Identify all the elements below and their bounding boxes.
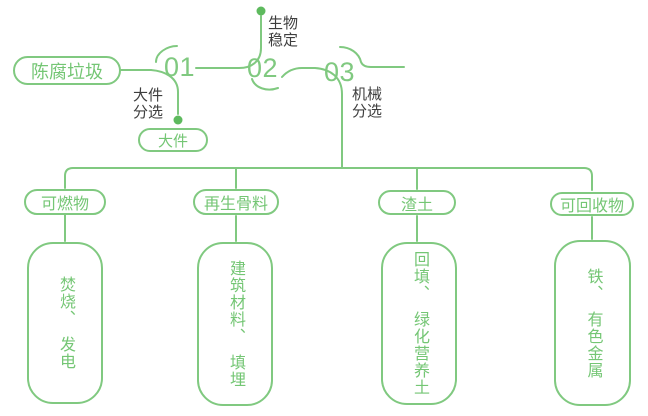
branch-detail-text: 铁、 有色金属 — [584, 267, 602, 379]
arc-over-01 — [155, 45, 178, 63]
step-number-03: 03 — [324, 57, 356, 87]
branch-detail-text: 建筑材料、 填埋 — [227, 260, 244, 388]
arc-under-02 — [251, 78, 279, 91]
step-number-01: 01 — [164, 52, 196, 82]
branch-detail-box-combustibles: 焚烧、 发电 — [27, 242, 103, 404]
branch-detail-text: 焚烧、 发电 — [57, 276, 74, 370]
branch-detail-box-recyclables: 铁、 有色金属 — [554, 240, 631, 406]
connector-01-to-bulky — [150, 69, 179, 115]
step-number-02: 02 — [247, 53, 279, 83]
source-pill: 陈腐垃圾 — [13, 56, 121, 85]
bulky-endpoint-dot — [173, 115, 183, 125]
bio-endpoint-dot — [256, 6, 266, 16]
branch-pill-combustibles: 可燃物 — [24, 189, 106, 215]
branch-detail-text: 回填、 绿化营养土 — [411, 251, 428, 396]
branch-detail-box-recycled-aggregate: 建筑材料、 填埋 — [197, 242, 273, 406]
step-label-bio-stabilization: 生物 稳定 — [268, 15, 299, 49]
bulky-output-pill: 大件 — [138, 128, 208, 152]
step-label-mechanical-sorting: 机械 分选 — [352, 86, 383, 120]
connector-02-to-03 — [281, 67, 343, 168]
branch-pill-recycled-aggregate: 再生骨料 — [193, 189, 279, 215]
arc-over-03 — [339, 46, 405, 68]
step-label-bulky-sorting: 大件 分选 — [133, 87, 164, 121]
branch-detail-box-slag-soil: 回填、 绿化营养土 — [381, 242, 457, 405]
connector-01-to-02 — [195, 15, 262, 69]
branch-pill-recyclables: 可回收物 — [550, 192, 634, 216]
branch-bus — [64, 167, 593, 191]
branch-pill-slag-soil: 渣土 — [378, 190, 456, 215]
